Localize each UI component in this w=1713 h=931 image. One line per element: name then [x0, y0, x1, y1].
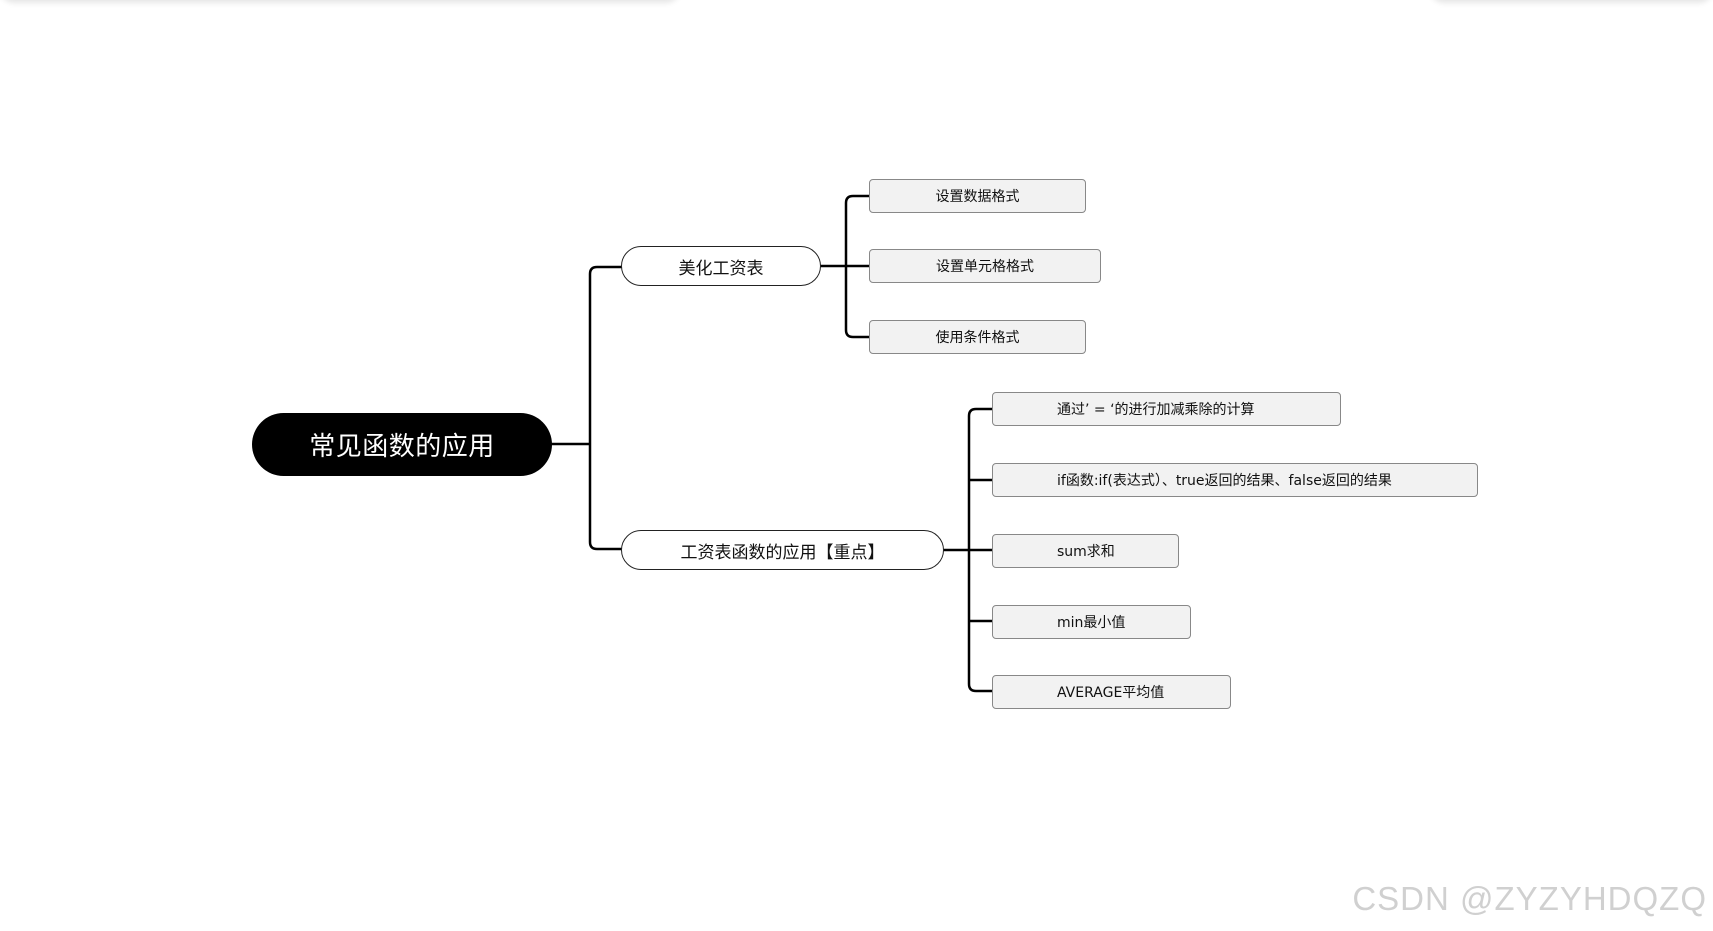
connector-root-to-branches — [550, 265, 623, 551]
branch-node-beautify-salary-sheet[interactable]: 美化工资表 — [621, 246, 821, 286]
leaf-node-min[interactable]: min最小值 — [992, 605, 1191, 639]
watermark: CSDN @ZYZYHDQZQ — [1352, 880, 1707, 917]
leaf-node-set-cell-format[interactable]: 设置单元格格式 — [869, 249, 1101, 283]
leaf-node-conditional-format[interactable]: 使用条件格式 — [869, 320, 1086, 354]
connector-branch1-to-leaves — [819, 194, 871, 339]
leaf-node-arithmetic[interactable]: 通过’ = ‘的进行加减乘除的计算 — [992, 392, 1341, 426]
leaf-node-set-data-format[interactable]: 设置数据格式 — [869, 179, 1086, 213]
root-node[interactable]: 常见函数的应用 — [252, 413, 552, 476]
leaf-node-average[interactable]: AVERAGE平均值 — [992, 675, 1231, 709]
leaf-node-sum[interactable]: sum求和 — [992, 534, 1179, 568]
branch-node-salary-functions[interactable]: 工资表函数的应用【重点】 — [621, 530, 944, 570]
connector-branch2-to-leaves — [942, 407, 994, 693]
leaf-node-if-function[interactable]: if函数:if(表达式）、true返回的结果、false返回的结果 — [992, 463, 1478, 497]
